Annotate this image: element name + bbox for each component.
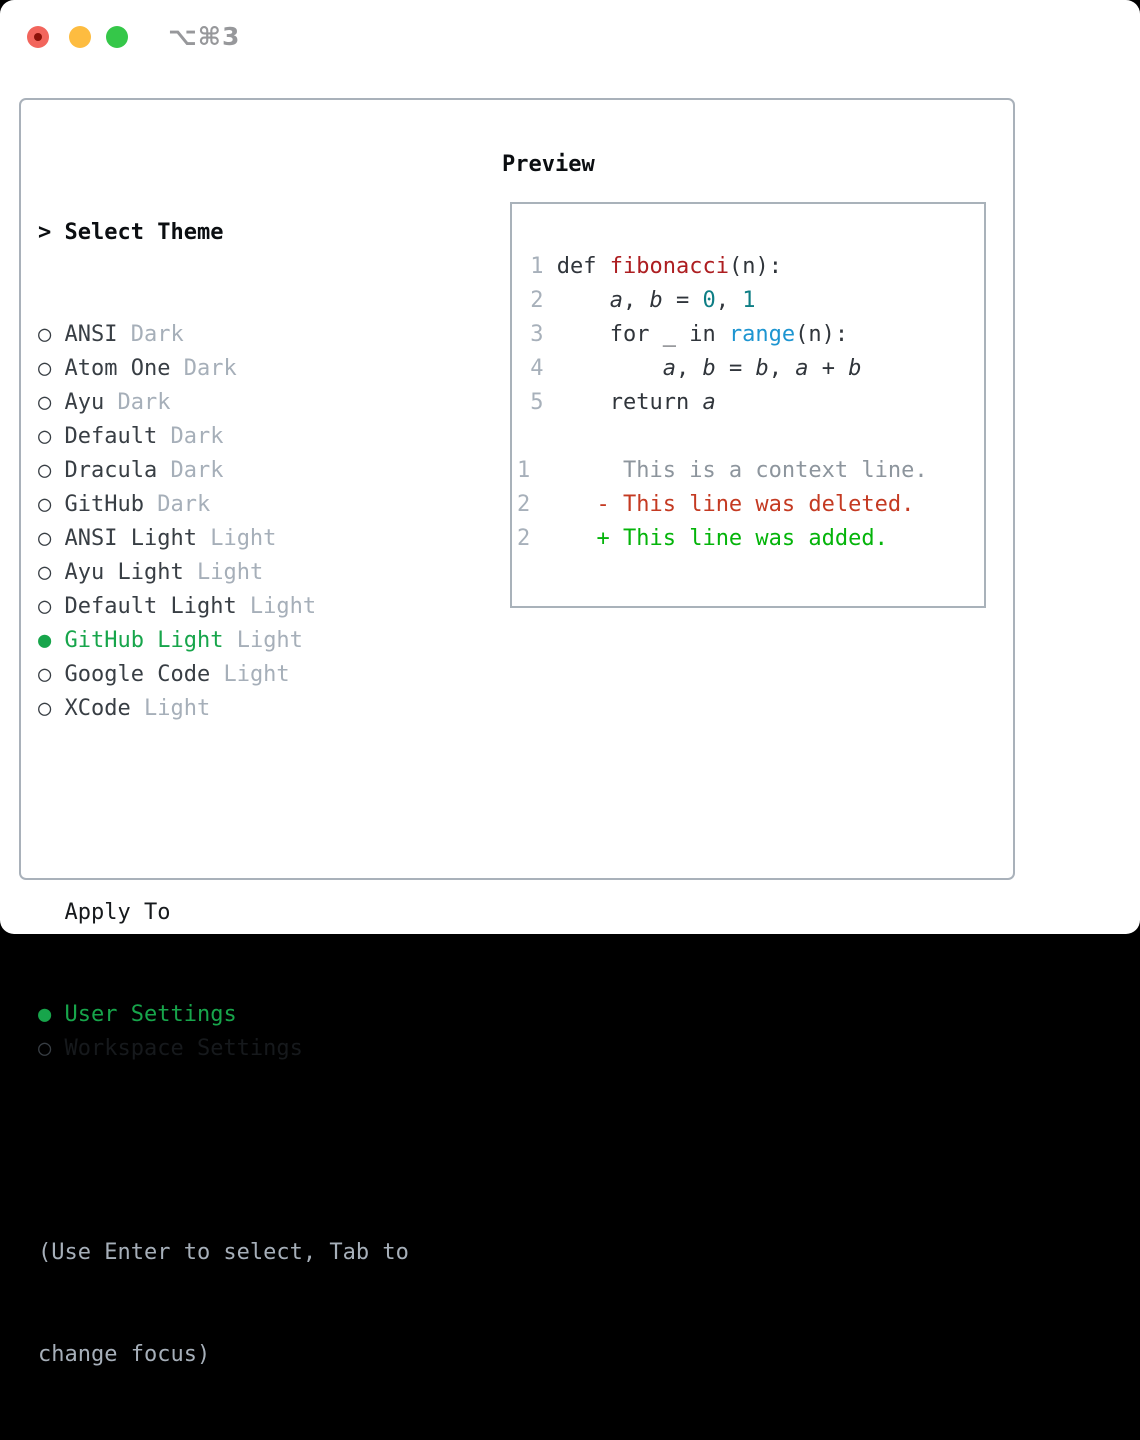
code-line: 1 This is a context line. (517, 458, 928, 483)
theme-variant: Light (236, 594, 317, 619)
spacer (38, 1134, 409, 1168)
preview-code: 1 def fibonacci(n): 2 a, b = 0, 1 3 for … (517, 250, 928, 556)
code-line: 2 a, b = 0, 1 (517, 288, 756, 313)
radio-selected-icon: ● (38, 1002, 65, 1027)
radio-icon: ○ (38, 594, 65, 619)
preview-box (510, 202, 986, 608)
code-line: 4 a, b = b, a + b (517, 356, 862, 381)
theme-option-ayu[interactable]: ○ Ayu Dark (38, 386, 409, 420)
theme-name: Dracula (64, 458, 158, 483)
code-line: 3 for _ in range(n): (517, 322, 849, 347)
window-title: ⌥⌘3 (168, 22, 241, 51)
theme-option-ayu-light[interactable]: ○ Ayu Light Light (38, 556, 409, 590)
line-number: 5 (517, 390, 557, 415)
select-theme-header: > Select Theme (38, 216, 409, 250)
code-line: 2 - This line was deleted. (517, 492, 915, 517)
theme-variant: Light (210, 662, 290, 687)
line-number: 1 (517, 254, 557, 279)
theme-name: GitHub (64, 492, 144, 517)
minimize-button[interactable] (69, 26, 91, 48)
radio-icon: ○ (38, 322, 65, 347)
theme-name: Ayu (64, 390, 105, 415)
spacer (38, 794, 409, 828)
theme-name: Atom One (64, 356, 171, 381)
radio-selected-icon: ● (38, 628, 65, 653)
theme-variant: Light (130, 696, 211, 721)
radio-icon: ○ (38, 424, 65, 449)
theme-option-default[interactable]: ○ Default Dark (38, 420, 409, 454)
theme-variant: Dark (104, 390, 171, 415)
theme-name: ANSI Light (64, 526, 197, 551)
line-number: 2 (517, 492, 531, 517)
preview-label: Preview (502, 152, 595, 177)
radio-icon: ○ (38, 1036, 65, 1061)
select-theme-label: Select Theme (64, 220, 224, 245)
theme-name: Default (64, 424, 158, 449)
apply-to-header: Apply To (38, 900, 171, 925)
theme-name: XCode (64, 696, 131, 721)
theme-option-github[interactable]: ○ GitHub Dark (38, 488, 409, 522)
theme-name: Google Code (64, 662, 211, 687)
radio-icon: ○ (38, 356, 65, 381)
line-number: 2 (517, 288, 557, 313)
help-text-line-1: (Use Enter to select, Tab to (38, 1240, 409, 1265)
theme-option-default-light[interactable]: ○ Default Light Light (38, 590, 409, 624)
theme-variant: Dark (170, 356, 237, 381)
code-line: 1 def fibonacci(n): (517, 254, 782, 279)
apply-option-label: Workspace Settings (64, 1036, 303, 1061)
radio-icon: ○ (38, 696, 65, 721)
code-line: 5 return a (517, 390, 716, 415)
apply-option-user-settings[interactable]: ● User Settings (38, 998, 409, 1032)
theme-option-ansi[interactable]: ○ ANSI Dark (38, 318, 409, 352)
line-number: 1 (517, 458, 531, 483)
theme-name: GitHub Light (64, 628, 224, 653)
radio-icon: ○ (38, 662, 65, 687)
radio-icon: ○ (38, 390, 65, 415)
theme-variant: Dark (143, 492, 211, 517)
code-line (517, 420, 928, 454)
theme-option-google-code[interactable]: ○ Google Code Light (38, 658, 409, 692)
theme-option-atom-one[interactable]: ○ Atom One Dark (38, 352, 409, 386)
prompt-caret: > (38, 220, 65, 245)
line-number: 2 (517, 526, 531, 551)
theme-variant: Light (223, 628, 303, 653)
code-line: 2 + This line was added. (517, 526, 888, 551)
zoom-button[interactable] (106, 26, 128, 48)
theme-variant: Dark (117, 322, 184, 347)
help-text-line-2: change focus) (38, 1342, 211, 1367)
theme-column: > Select Theme ○ ANSI Dark○ Atom One Dar… (38, 148, 409, 1440)
line-number: 4 (517, 356, 557, 381)
theme-name: ANSI (64, 322, 118, 347)
app-window: ⌥⌘3 > Select Theme ○ ANSI Dark○ Atom One… (0, 0, 1140, 1367)
theme-option-github-light[interactable]: ● GitHub Light Light (38, 624, 409, 658)
titlebar: ⌥⌘3 (0, 0, 1140, 74)
radio-icon: ○ (38, 560, 65, 585)
theme-option-xcode[interactable]: ○ XCode Light (38, 692, 409, 726)
theme-name: Default Light (64, 594, 237, 619)
radio-icon: ○ (38, 526, 65, 551)
apply-option-label: User Settings (64, 1002, 237, 1027)
theme-name: Ayu Light (64, 560, 184, 585)
apply-option-workspace-settings[interactable]: ○ Workspace Settings (38, 1032, 409, 1066)
theme-list: ○ ANSI Dark○ Atom One Dark○ Ayu Dark○ De… (38, 318, 409, 726)
close-button[interactable] (27, 26, 49, 48)
theme-variant: Dark (157, 458, 224, 483)
line-number: 3 (517, 322, 557, 347)
theme-variant: Dark (157, 424, 224, 449)
radio-icon: ○ (38, 492, 65, 517)
theme-variant: Light (196, 526, 277, 551)
apply-options: ● User Settings○ Workspace Settings (38, 998, 409, 1066)
radio-icon: ○ (38, 458, 65, 483)
theme-variant: Light (183, 560, 264, 585)
theme-option-dracula[interactable]: ○ Dracula Dark (38, 454, 409, 488)
theme-option-ansi-light[interactable]: ○ ANSI Light Light (38, 522, 409, 556)
